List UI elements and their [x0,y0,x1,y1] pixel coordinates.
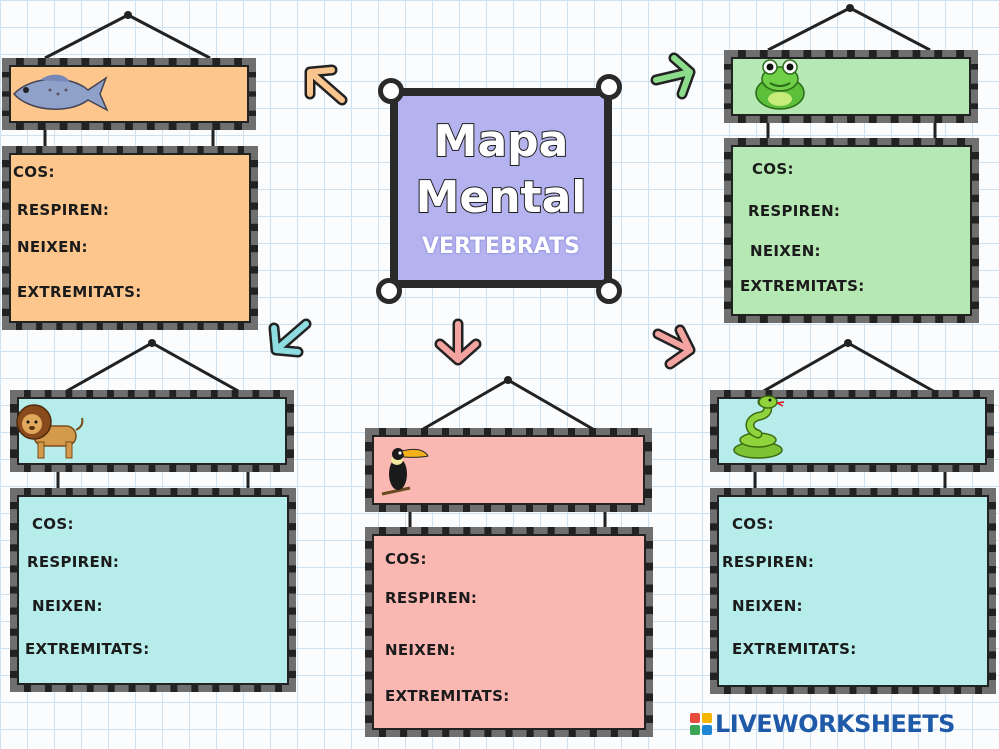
fish-icon [10,70,110,116]
snake-icon [728,394,790,460]
lion-icon [12,400,84,462]
toucan-field-neixen: NEIXEN: [385,641,456,659]
title-line-1: Mapa [396,116,606,167]
frog-field-cos: COS: [752,160,794,178]
title-bolt-top-left [378,78,404,104]
title-bolt-top-right [596,74,622,100]
lion-field-extremitats: EXTREMITATS: [25,640,150,658]
title-line-2: Mental [396,172,606,223]
fish-field-respiren: RESPIREN: [17,201,109,219]
arrow-up-right-icon [648,50,704,104]
title-bolt-bottom-left [376,278,402,304]
fish-field-cos: COS: [13,163,55,181]
title-subtitle: VERTEBRATS [396,234,606,259]
toucan-field-respiren: RESPIREN: [385,589,477,607]
toucan-field-cos: COS: [385,550,427,568]
frog-field-extremitats: EXTREMITATS: [740,277,865,295]
title-card: Mapa Mental VERTEBRATS [390,88,612,288]
frog-icon [750,55,810,113]
logo-mark [690,713,712,735]
title-bolt-bottom-right [596,278,622,304]
snake-field-respiren: RESPIREN: [722,553,814,571]
frog-field-neixen: NEIXEN: [750,242,821,260]
logo-text: LIVEWORKSHEETS [715,710,955,738]
liveworksheets-logo: LIVEWORKSHEETS [690,709,955,739]
snake-field-neixen: NEIXEN: [732,597,803,615]
fish-field-neixen: NEIXEN: [17,238,88,256]
toucan-field-extremitats: EXTREMITATS: [385,687,510,705]
toucan-icon [380,442,432,502]
lion-field-respiren: RESPIREN: [27,553,119,571]
arrow-down-icon [430,316,486,372]
frog-field-respiren: RESPIREN: [748,202,840,220]
arrow-down-right-icon [648,322,704,372]
arrow-down-left-icon [262,316,316,362]
arrow-up-left-icon [296,58,352,108]
snake-field-extremitats: EXTREMITATS: [732,640,857,658]
lion-field-cos: COS: [32,515,74,533]
fish-field-extremitats: EXTREMITATS: [17,283,142,301]
lion-field-neixen: NEIXEN: [32,597,103,615]
snake-field-cos: COS: [732,515,774,533]
